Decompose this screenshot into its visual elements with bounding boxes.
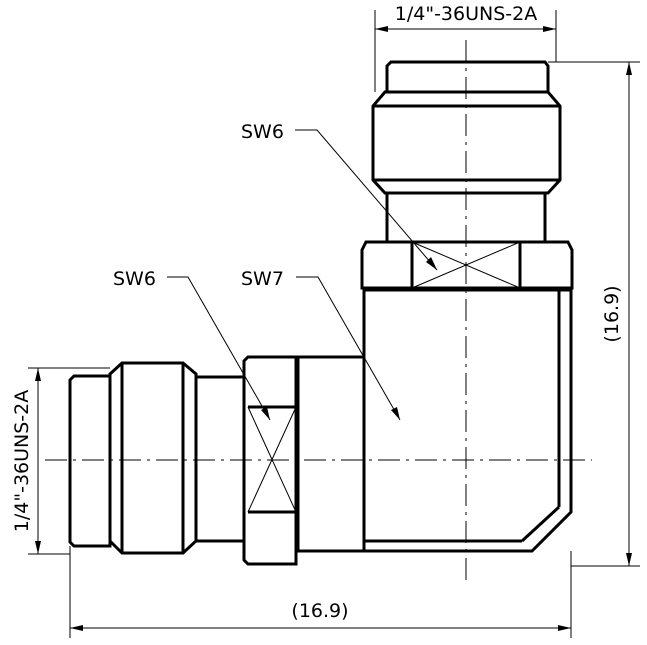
callout-sw7: SW7 — [241, 268, 401, 421]
dim-top-thread: 1/4"-36UNS-2A — [374, 3, 557, 92]
dim-label-horizontal: (16.9) — [291, 600, 348, 622]
callout-label-sw7: SW7 — [241, 268, 284, 290]
dim-horizontal: (16.9) — [69, 546, 572, 638]
dim-label-left-thread: 1/4"-36UNS-2A — [11, 390, 33, 532]
left-coupling — [108, 361, 198, 555]
dim-label-vertical: (16.9) — [601, 285, 623, 342]
callout-sw6-left: SW6 — [113, 268, 271, 421]
centerlines — [45, 40, 592, 585]
top-thread-end — [385, 60, 550, 94]
top-hex-nut — [360, 240, 574, 290]
dim-vertical: (16.9) — [548, 61, 640, 567]
dim-label-top-thread: 1/4"-36UNS-2A — [395, 3, 537, 25]
left-hex-nut — [242, 355, 298, 566]
callout-label-sw6-top: SW6 — [241, 121, 284, 143]
elbow-body — [296, 288, 573, 553]
left-neck — [196, 375, 244, 543]
top-neck — [385, 193, 547, 242]
dim-left-thread: 1/4"-36UNS-2A — [11, 367, 110, 555]
top-coupling — [371, 90, 562, 195]
callout-sw6-top: SW6 — [241, 121, 438, 271]
left-thread-end — [68, 374, 112, 548]
callout-label-sw6-left: SW6 — [113, 268, 156, 290]
